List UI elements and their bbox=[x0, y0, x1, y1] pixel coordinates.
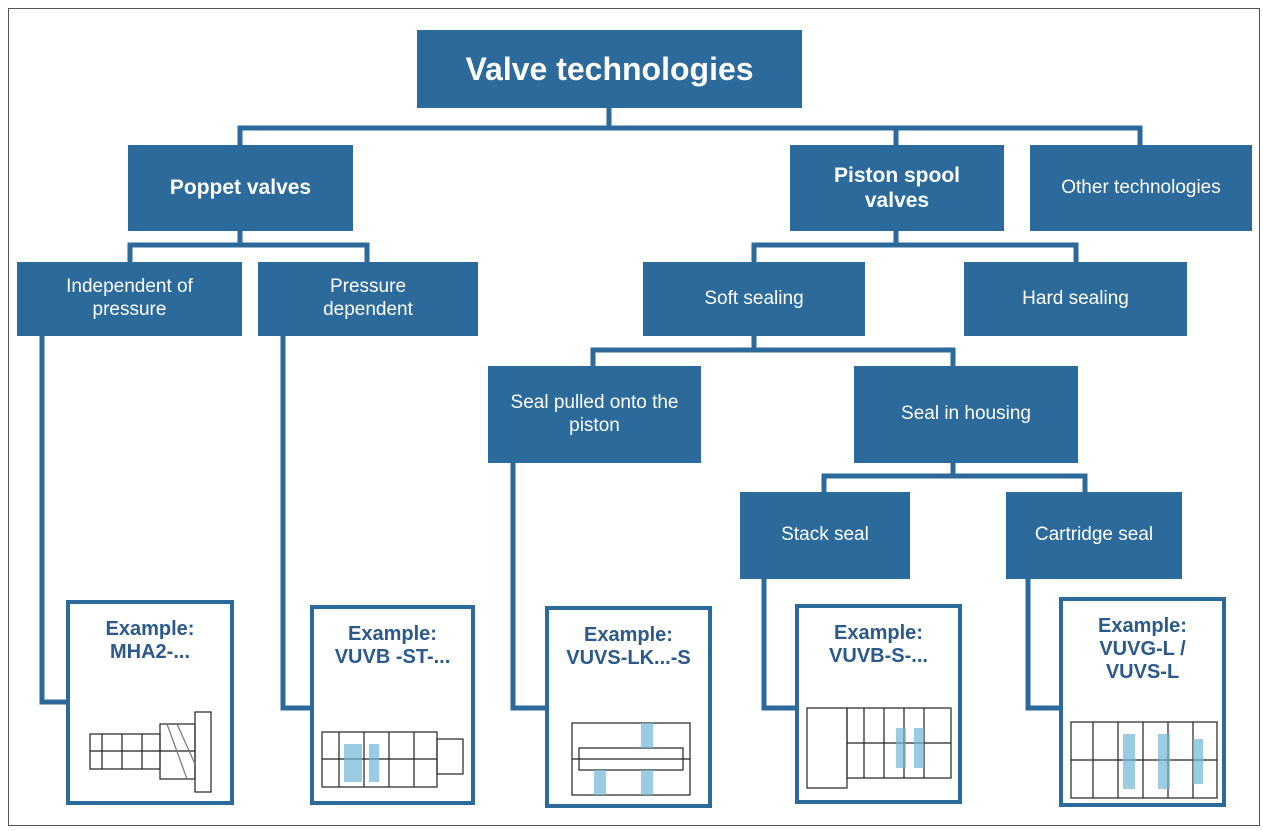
poppet-box: Poppet valves bbox=[128, 145, 353, 231]
example-label: Example: bbox=[105, 618, 195, 640]
independent-label: Independent of pressure bbox=[66, 276, 193, 320]
other-box: Other technologies bbox=[1030, 145, 1252, 231]
connector-ex5 bbox=[1025, 575, 1064, 711]
valve-drawing bbox=[806, 707, 952, 789]
example-model: VUVB -ST-... bbox=[334, 646, 451, 668]
example-label: Example: bbox=[834, 622, 923, 644]
cartridge-seal-box: Cartridge seal bbox=[1006, 492, 1182, 579]
root-label: Valve technologies bbox=[465, 50, 754, 87]
example-panel-vuvs-lk: Example: VUVS-LK...-S bbox=[545, 606, 712, 808]
valve-drawing bbox=[1070, 721, 1218, 799]
valve-drawing bbox=[571, 722, 691, 796]
connector-ex1 bbox=[39, 332, 71, 705]
connector-ex2 bbox=[280, 332, 315, 711]
diagram-frame bbox=[8, 8, 1260, 826]
connector-ex3 bbox=[510, 459, 549, 711]
example-panel-vuvg-l: Example: VUVG-L / VUVS-L bbox=[1059, 597, 1226, 807]
piston-box: Piston spool valves bbox=[790, 145, 1004, 231]
stack-seal-box: Stack seal bbox=[740, 492, 910, 579]
other-label: Other technologies bbox=[1061, 176, 1221, 198]
example-model-line2: VUVS-L bbox=[1105, 661, 1180, 683]
pressure-dependent-label: Pressure dependent bbox=[323, 276, 413, 320]
connector-ex4 bbox=[761, 575, 800, 711]
example-label: Example: bbox=[584, 624, 673, 646]
connector-root bbox=[237, 104, 1143, 148]
seal-pulled-box: Seal pulled onto the piston bbox=[488, 366, 701, 463]
seal-housing-box: Seal in housing bbox=[854, 366, 1078, 463]
piston-label: Piston spool valves bbox=[834, 163, 960, 212]
example-model: VUVG-L / bbox=[1099, 638, 1186, 660]
connector-soft bbox=[590, 332, 956, 369]
example-panel-mha2: Example: MHA2-... bbox=[66, 600, 234, 805]
soft-sealing-box: Soft sealing bbox=[643, 262, 865, 336]
cartridge-seal-label: Cartridge seal bbox=[1034, 524, 1154, 546]
example-label: Example: bbox=[348, 623, 437, 645]
pressure-dependent-box: Pressure dependent bbox=[258, 262, 478, 336]
example-label: Example: bbox=[1098, 615, 1187, 637]
root-box: Valve technologies bbox=[417, 30, 802, 108]
example-model: VUVS-LK...-S bbox=[566, 647, 691, 669]
hard-sealing-label: Hard sealing bbox=[1022, 287, 1129, 309]
valve-drawing bbox=[89, 711, 212, 793]
example-model: MHA2-... bbox=[110, 641, 190, 663]
seal-pulled-label: Seal pulled onto the piston bbox=[510, 391, 679, 436]
example-panel-vuvb-st: Example: VUVB -ST-... bbox=[310, 605, 475, 805]
example-panel-vuvb-s: Example: VUVB-S-... bbox=[795, 604, 962, 804]
seal-housing-label: Seal in housing bbox=[901, 403, 1031, 425]
valve-drawing bbox=[321, 731, 464, 788]
hard-sealing-box: Hard sealing bbox=[964, 262, 1187, 336]
independent-box: Independent of pressure bbox=[17, 262, 242, 336]
example-model: VUVB-S-... bbox=[829, 645, 928, 667]
connector-piston bbox=[751, 227, 1079, 265]
poppet-label: Poppet valves bbox=[169, 176, 312, 200]
connector-housing bbox=[821, 459, 1088, 495]
stack-seal-label: Stack seal bbox=[781, 524, 869, 546]
connector-poppet bbox=[127, 227, 370, 265]
soft-sealing-label: Soft sealing bbox=[704, 287, 804, 309]
